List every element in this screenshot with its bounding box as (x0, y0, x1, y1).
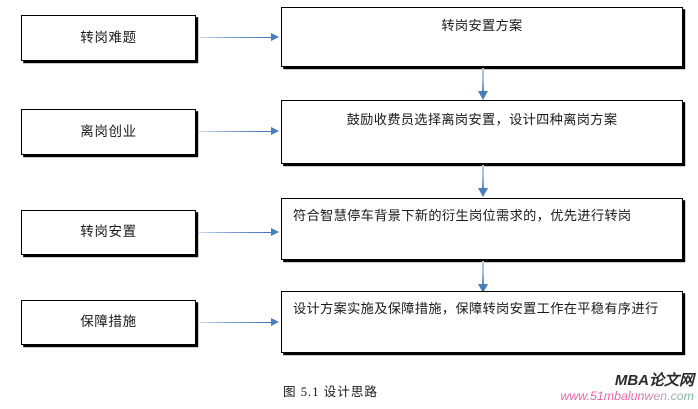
stage-box-4-label: 保障措施 (80, 314, 137, 330)
arrow-head-right-icon (271, 127, 279, 135)
detail-box-2-label: 鼓励收费员选择离岗安置，设计四种离岗方案 (346, 112, 618, 127)
stage-box-3-label: 转岗安置 (80, 224, 137, 240)
connector-arrow-down-1 (478, 68, 488, 100)
arrow-shaft (199, 36, 271, 39)
connector-arrow-down-2 (478, 165, 488, 197)
arrow-head-right-icon (271, 33, 279, 41)
detail-box-2: 鼓励收费员选择离岗安置，设计四种离岗方案 (281, 100, 683, 164)
stage-box-2-label: 离岗创业 (80, 123, 137, 139)
figure-caption: 图 5.1 设计思路 (283, 385, 379, 399)
arrow-head-down-icon (478, 91, 488, 100)
detail-box-4: 设计方案实施及保障措施，保障转岗安置工作在平稳有序进行 (281, 291, 683, 353)
watermark-url: www.51mbalunwen.com (560, 389, 694, 403)
detail-box-4-label: 设计方案实施及保障措施，保障转岗安置工作在平稳有序进行 (293, 301, 659, 316)
arrow-shaft (481, 68, 484, 91)
stage-box-2: 离岗创业 (21, 109, 196, 155)
arrow-head-down-icon (478, 188, 488, 197)
connector-arrow-right-2 (199, 127, 279, 136)
stage-box-3: 转岗安置 (21, 210, 196, 255)
watermark: MBA论文网 www.51mbalunwen.com (560, 373, 694, 402)
detail-box-3-label: 符合智慧停车背景下新的衍生岗位需求的，优先进行转岗 (293, 208, 632, 223)
detail-box-1: 转岗安置方案 (281, 7, 683, 67)
arrow-head-right-icon (271, 228, 279, 236)
detail-box-3: 符合智慧停车背景下新的衍生岗位需求的，优先进行转岗 (281, 198, 683, 260)
stage-box-4: 保障措施 (21, 300, 196, 345)
arrow-shaft (481, 261, 484, 284)
arrow-shaft (481, 165, 484, 188)
arrow-head-down-icon (478, 284, 488, 293)
arrow-shaft (199, 130, 271, 133)
watermark-brand: MBA论文网 (614, 372, 694, 389)
connector-arrow-down-3 (478, 261, 488, 293)
stage-box-1-label: 转岗难题 (80, 29, 137, 45)
connector-arrow-right-4 (199, 318, 279, 327)
arrow-shaft (199, 231, 271, 234)
detail-box-1-label: 转岗安置方案 (441, 18, 523, 33)
arrow-shaft (199, 321, 271, 324)
arrow-head-right-icon (271, 318, 279, 326)
connector-arrow-right-3 (199, 228, 279, 237)
stage-box-1: 转岗难题 (21, 15, 196, 61)
connector-arrow-right-1 (199, 33, 279, 42)
